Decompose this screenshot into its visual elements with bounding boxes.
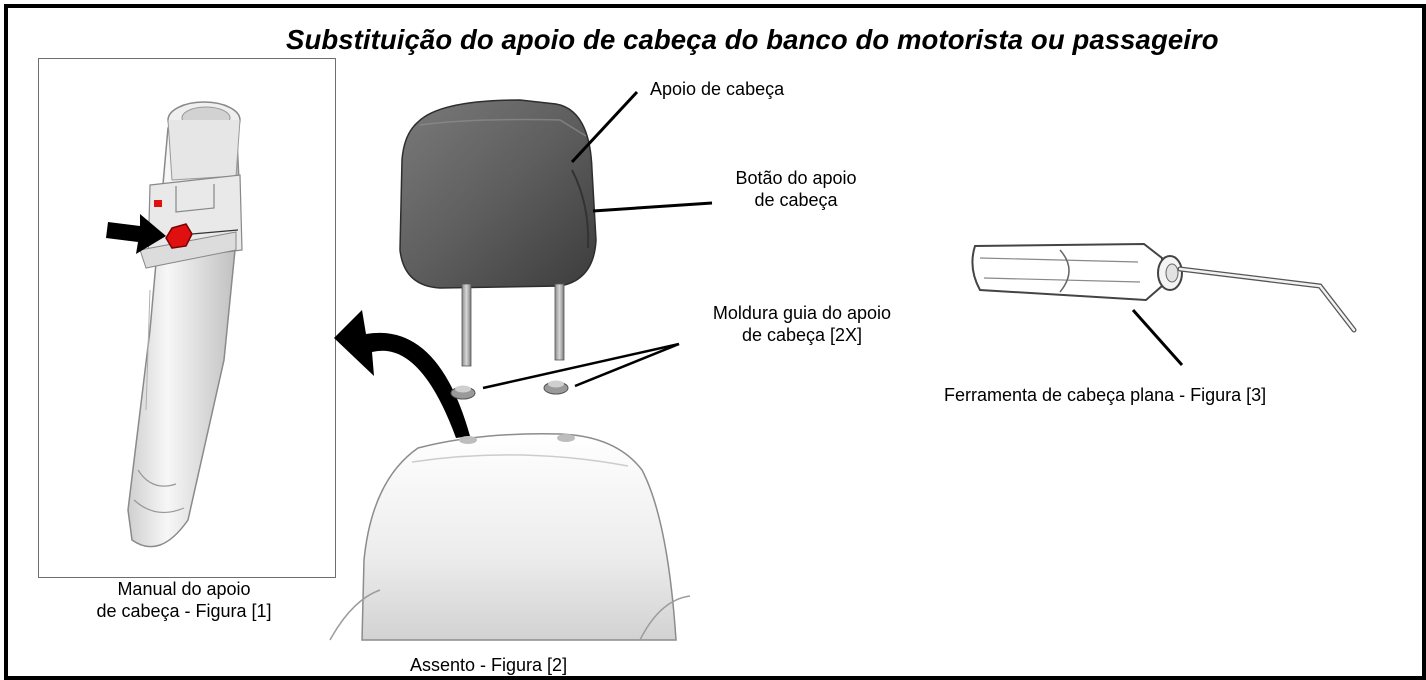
latch-highlight bbox=[165, 223, 193, 249]
label-manual: Manual do apoio de cabeça - Figura [1] bbox=[64, 578, 304, 622]
seat-drawing bbox=[329, 433, 691, 641]
label-headrest-button: Botão do apoio de cabeça bbox=[716, 167, 876, 211]
label-guide-bezel: Moldura guia do apoio de cabeça [2X] bbox=[680, 302, 924, 346]
headrest-drawing bbox=[399, 99, 597, 400]
label-button-line1: Botão do apoio bbox=[735, 168, 857, 188]
flat-blade-tool-drawing bbox=[971, 242, 1357, 333]
diagram-title: Substituição do apoio de cabeça do banco… bbox=[286, 24, 1219, 55]
label-manual-line2: de cabeça - Figura [1] bbox=[96, 601, 272, 621]
leader-button bbox=[592, 201, 713, 213]
label-guide-line2: de cabeça [2X] bbox=[741, 325, 863, 345]
label-headrest: Apoio de cabeça bbox=[650, 79, 785, 99]
leader-guide-left bbox=[482, 342, 680, 390]
label-tool: Ferramenta de cabeça plana - Figura [3] bbox=[944, 385, 1267, 405]
removal-arrow-icon bbox=[334, 310, 470, 438]
label-seat: Assento - Figura [2] bbox=[410, 655, 568, 675]
label-button-line2: de cabeça bbox=[754, 190, 838, 210]
headrest-guide-drawing bbox=[106, 101, 243, 548]
label-manual-line1: Manual do apoio bbox=[117, 579, 251, 599]
leader-headrest bbox=[570, 90, 639, 164]
leader-guide-right bbox=[574, 342, 680, 388]
latch-highlight-small bbox=[154, 200, 162, 207]
pointer-arrow-icon bbox=[106, 214, 166, 254]
leader-tool bbox=[1131, 309, 1184, 366]
diagram-frame: Substituição do apoio de cabeça do banco… bbox=[4, 4, 1426, 680]
label-guide-line1: Moldura guia do apoio bbox=[712, 303, 892, 323]
